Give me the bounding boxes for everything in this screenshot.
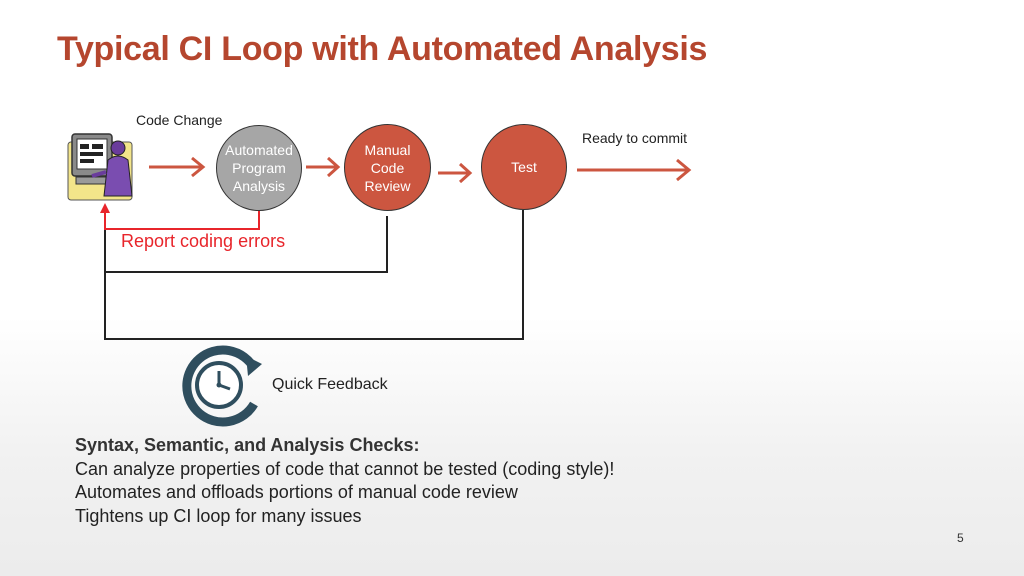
flow-arrow-2 xyxy=(306,156,341,178)
checks-line-2: Automates and offloads portions of manua… xyxy=(75,482,518,502)
test-node: Test xyxy=(481,124,567,210)
checks-line-3: Tightens up CI loop for many issues xyxy=(75,505,362,526)
developer-computer-icon xyxy=(67,133,133,201)
automated-line-3: Analysis xyxy=(232,178,286,194)
manual-review-node: Manual Code Review xyxy=(344,124,431,211)
checks-text-block: Syntax, Semantic, and Analysis Checks: C… xyxy=(75,434,614,528)
slide-title: Typical CI Loop with Automated Analysis xyxy=(57,30,708,68)
report-errors-label: Report coding errors xyxy=(121,231,286,251)
flow-arrow-1 xyxy=(149,156,206,178)
test-label: Test xyxy=(511,159,537,175)
feedback-loop-review xyxy=(104,216,388,273)
automated-line-2: Program xyxy=(232,160,286,176)
clock-refresh-icon xyxy=(182,345,262,427)
quick-feedback-label: Quick Feedback xyxy=(272,376,388,393)
manual-line-1: Manual xyxy=(364,141,411,158)
flow-arrow-commit xyxy=(577,158,692,182)
feedback-loop-automated xyxy=(100,203,260,230)
ready-to-commit-label: Ready to commit xyxy=(582,130,688,146)
manual-line-3: Review xyxy=(364,177,411,194)
checks-heading: Syntax, Semantic, and Analysis Checks: xyxy=(75,435,420,455)
checks-line-1: Can analyze properties of code that cann… xyxy=(75,458,615,479)
feedback-loop-test xyxy=(104,210,524,340)
page-number: 5 xyxy=(957,531,964,545)
automated-analysis-node: Automated Program Analysis xyxy=(216,125,302,211)
manual-line-2: Code xyxy=(370,159,405,176)
code-change-label: Code Change xyxy=(136,112,223,128)
automated-line-1: Automated xyxy=(225,142,293,158)
flow-arrow-3 xyxy=(438,162,473,184)
